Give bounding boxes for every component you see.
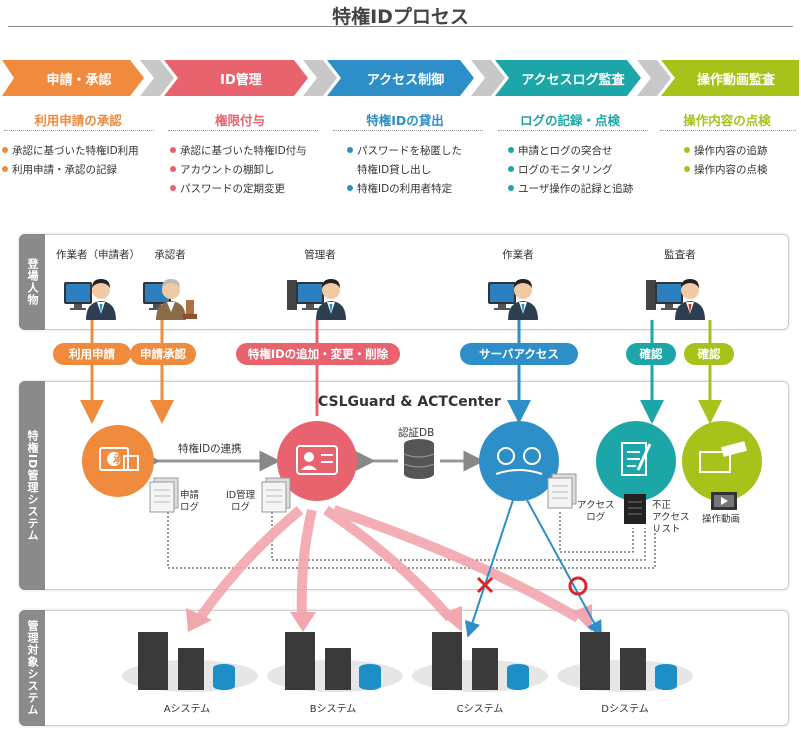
system-d-label: Dシステム bbox=[601, 704, 649, 715]
targets-panel-tab: 管理対象システム bbox=[19, 610, 45, 726]
mgmt-panel-tab: 特権ID管理システム bbox=[19, 381, 45, 590]
phase-4-subtitle: ログの記録・点検 bbox=[519, 113, 620, 128]
video-film-icon bbox=[711, 492, 737, 510]
action-confirm-log: 確認 bbox=[626, 343, 676, 365]
target-systems bbox=[122, 632, 693, 692]
auth-db-label: 認証DB bbox=[398, 427, 435, 439]
distribution-arrow-heads bbox=[186, 604, 592, 632]
access-arrow-d bbox=[526, 499, 602, 638]
phase-5-subtitle: 操作内容の点検 bbox=[683, 113, 771, 128]
action-confirm-video: 確認 bbox=[684, 343, 734, 365]
id-link-label: 特権IDの連携 bbox=[178, 443, 242, 455]
system-a-label: Aシステム bbox=[163, 704, 211, 715]
video-audit-node bbox=[682, 421, 762, 501]
phase-3-bullets: パスワードを秘匿した 特権ID貸し出し 特権IDの利用者特定 bbox=[347, 142, 462, 199]
bullet-item: パスワードを秘匿した bbox=[347, 142, 462, 161]
action-server-access: サーバアクセス bbox=[460, 343, 578, 365]
phase-1-label: 申請・承認 bbox=[46, 72, 112, 88]
approve-icon-text: 承 bbox=[113, 455, 123, 466]
id-distribution-arrows bbox=[195, 505, 581, 623]
system-b-label: Bシステム bbox=[309, 704, 357, 715]
phase-3-shape bbox=[327, 60, 474, 96]
bullet-item: 申請とログの突合せ bbox=[508, 142, 633, 161]
action-apply: 利用申請 bbox=[53, 343, 131, 365]
role-admin: 管理者 bbox=[304, 249, 336, 261]
access-arrow-c bbox=[464, 499, 514, 638]
phase-1-shape bbox=[2, 60, 144, 96]
phase-2-bullets: 承認に基づいた特権ID付与 アカウントの棚卸し パスワードの定期変更 bbox=[170, 142, 307, 199]
phase-4-bullets: 申請とログの突合せ ログのモニタリング ユーザ操作の記録と追跡 bbox=[508, 142, 633, 199]
title-divider bbox=[8, 26, 793, 27]
product-name: CSLGuard & ACTCenter bbox=[318, 394, 501, 410]
bullet-item: 利用申請・承認の記録 bbox=[2, 161, 139, 180]
phase-4-divider bbox=[498, 130, 648, 131]
id-management-node bbox=[277, 421, 357, 501]
phase-3-subtitle: 特権IDの貸出 bbox=[366, 113, 444, 128]
bullet-item: 特権IDの利用者特定 bbox=[347, 180, 462, 199]
bullet-item: 承認に基づいた特権ID利用 bbox=[2, 142, 139, 161]
id-log-doc bbox=[261, 477, 291, 513]
apply-approve-node bbox=[82, 425, 154, 497]
phase-2-shape bbox=[164, 60, 308, 96]
bullet-item: ユーザ操作の記録と追跡 bbox=[508, 180, 633, 199]
id-log-label: ID管理 ログ bbox=[226, 490, 256, 513]
phase-2-divider bbox=[168, 130, 318, 131]
bullet-item: 操作内容の点検 bbox=[684, 161, 768, 180]
phase-5-shape bbox=[661, 60, 799, 96]
action-id-ops: 特権IDの追加・変更・削除 bbox=[236, 343, 400, 365]
phase-3-divider bbox=[333, 130, 483, 131]
system-c-label: Cシステム bbox=[456, 704, 504, 715]
phase-1-bullets: 承認に基づいた特権ID利用 利用申請・承認の記録 bbox=[2, 142, 139, 180]
phase-5-bullets: 操作内容の追跡 操作内容の点検 bbox=[684, 142, 768, 180]
phase-chevrons bbox=[2, 60, 799, 96]
phase-3-label: アクセス制御 bbox=[366, 72, 445, 88]
access-control-node bbox=[479, 421, 559, 501]
phase-2-label: ID管理 bbox=[220, 72, 262, 88]
role-worker: 作業者 bbox=[502, 249, 534, 261]
phase-1-subtitle: 利用申請の承認 bbox=[34, 113, 122, 128]
role-worker-applicant: 作業者（申請者） bbox=[56, 249, 140, 261]
fraud-list-doc bbox=[624, 494, 646, 524]
allowed-mark bbox=[568, 576, 588, 596]
role-approver: 承認者 bbox=[154, 249, 186, 261]
bullet-item: 承認に基づいた特権ID付与 bbox=[170, 142, 307, 161]
bullet-item: パスワードの定期変更 bbox=[170, 180, 307, 199]
phase-4-shape bbox=[495, 60, 641, 96]
video-label: 操作動画 bbox=[702, 514, 741, 525]
bullet-item: ログのモニタリング bbox=[508, 161, 633, 180]
access-log-doc bbox=[547, 473, 577, 509]
actor-figures bbox=[64, 279, 705, 320]
denied-mark bbox=[476, 576, 494, 594]
action-approve: 申請承認 bbox=[130, 343, 196, 365]
fraud-list-label: 不正 アクセス リスト bbox=[652, 500, 690, 535]
apply-log-label: 申請 ログ bbox=[180, 490, 200, 513]
log-audit-node bbox=[596, 421, 676, 501]
bullet-item: 操作内容の追跡 bbox=[684, 142, 768, 161]
approver-figure bbox=[143, 279, 197, 320]
phase-4-label: アクセスログ監査 bbox=[521, 72, 625, 88]
access-log-label: アクセス ログ bbox=[577, 500, 615, 523]
role-auditor: 監査者 bbox=[664, 249, 696, 261]
phase-2-subtitle: 権限付与 bbox=[214, 113, 265, 128]
phase-5-divider bbox=[660, 130, 796, 131]
admin-figure bbox=[287, 279, 346, 320]
page-title: 特権IDプロセス bbox=[332, 6, 469, 28]
phase-5-label: 操作動画監査 bbox=[696, 72, 775, 88]
actors-panel-tab: 登場人物 bbox=[19, 234, 45, 330]
auth-db-node bbox=[403, 439, 435, 479]
apply-log-doc bbox=[149, 477, 179, 513]
auditor-figure bbox=[646, 279, 705, 320]
phase-1-divider bbox=[4, 130, 154, 131]
bullet-item: アカウントの棚卸し bbox=[170, 161, 307, 180]
bullet-item: 特権ID貸し出し bbox=[357, 164, 432, 176]
